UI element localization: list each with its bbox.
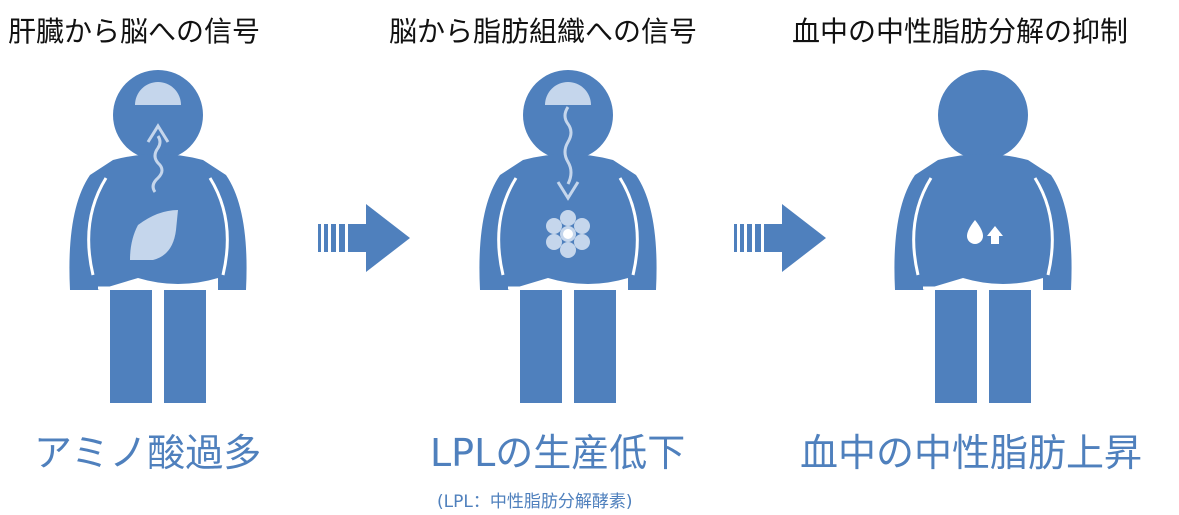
fat-cells-icon — [546, 210, 590, 258]
right-arrow-icon — [734, 204, 826, 272]
brain-icon — [135, 82, 181, 105]
panel-1-caption: アミノ酸過多 — [34, 431, 262, 475]
drops-up-arrow-icon — [967, 220, 1003, 244]
panel-2-caption: LPLの生産低下 — [430, 431, 686, 475]
panel-3-caption: 血中の中性脂肪上昇 — [800, 431, 1143, 475]
liver-icon — [130, 210, 178, 260]
person-figure-3 — [894, 70, 1072, 405]
panel-2-title: 脳から脂肪組織への信号 — [389, 15, 698, 48]
person-figure-2 — [479, 70, 657, 405]
panel-1-title: 肝臓から脳への信号 — [8, 15, 261, 48]
brain-icon — [545, 82, 591, 105]
panel-2-subcaption: (LPL：中性脂肪分解酵素) — [437, 492, 633, 512]
panel-3-title: 血中の中性脂肪分解の抑制 — [792, 15, 1129, 48]
person-figure-1 — [69, 70, 247, 405]
right-arrow-icon — [318, 204, 410, 272]
